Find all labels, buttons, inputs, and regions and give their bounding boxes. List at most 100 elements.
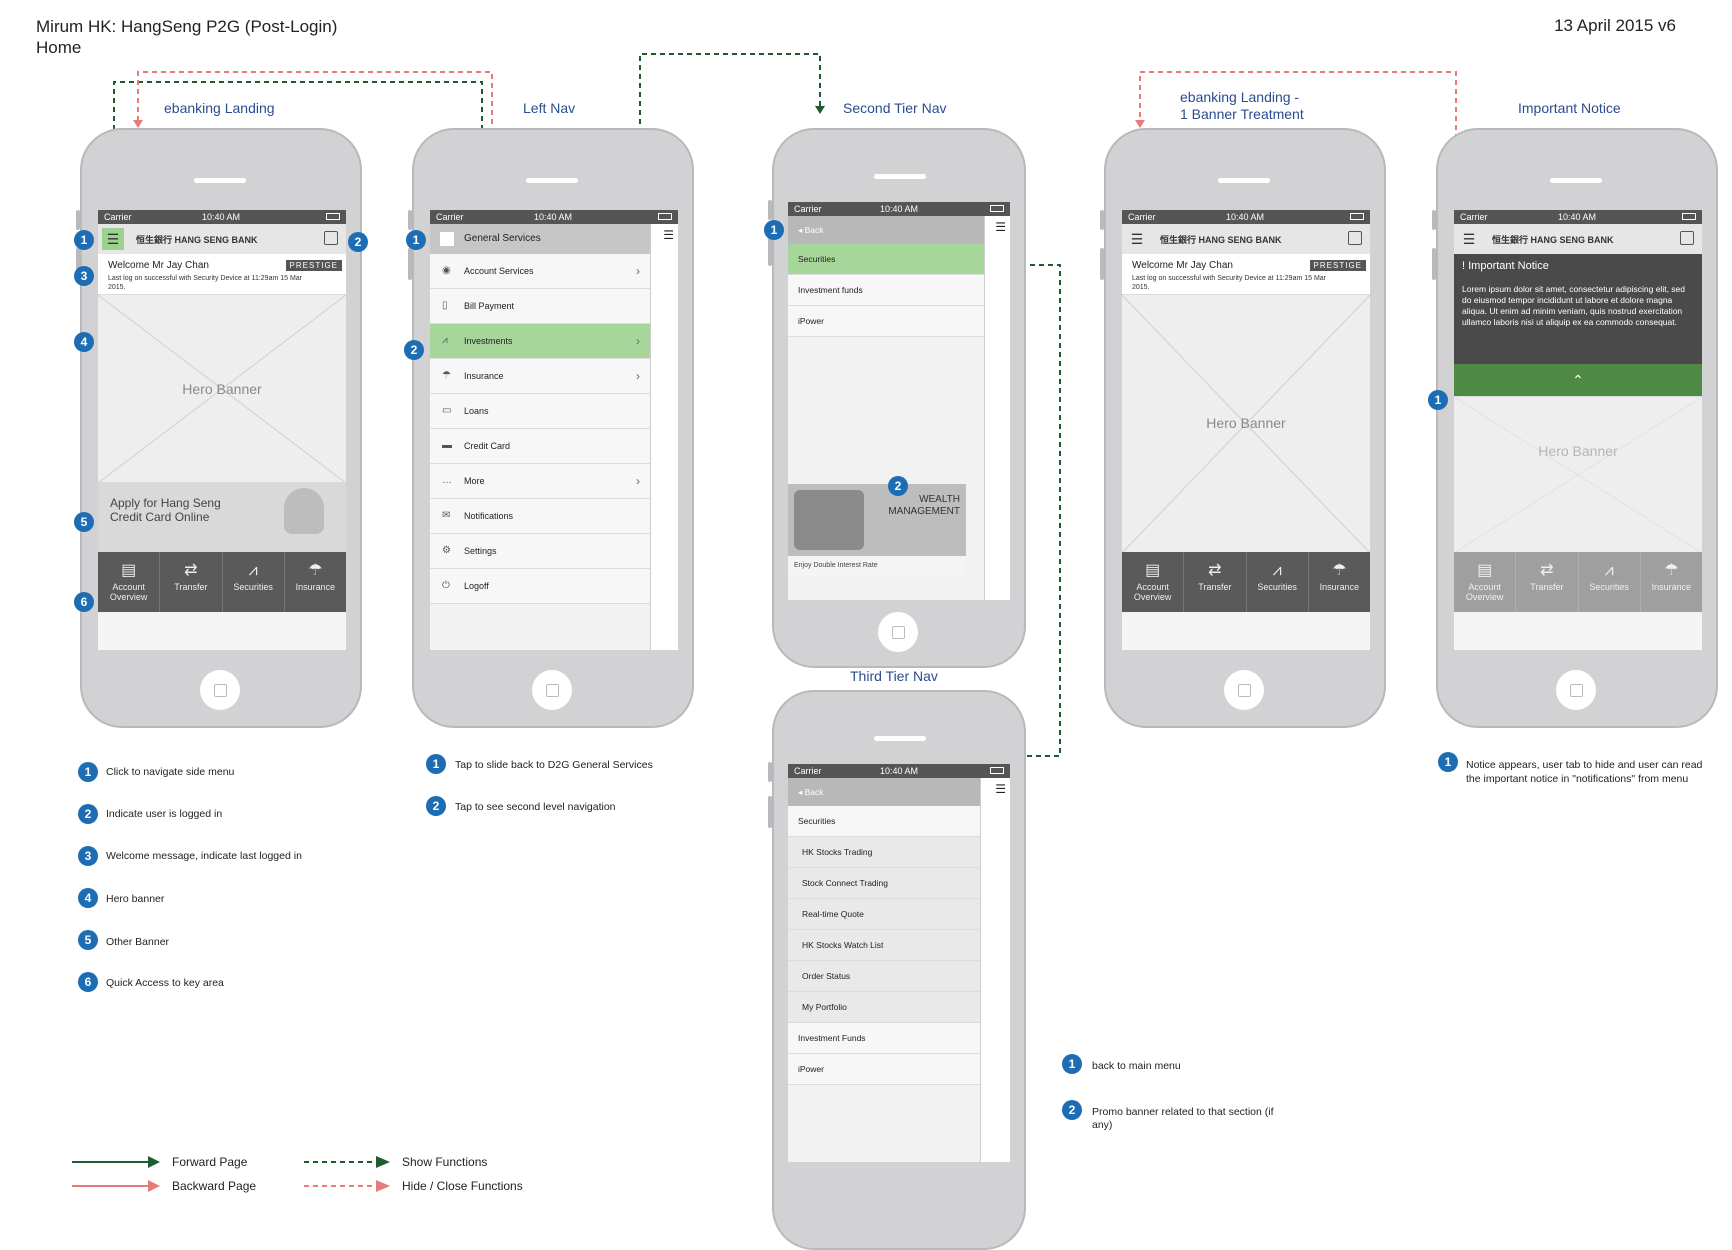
nav-subitem-watch-list[interactable]: HK Stocks Watch List	[788, 930, 980, 961]
quick-transfer[interactable]: ⇄Transfer	[160, 552, 223, 612]
quick-transfer[interactable]: ⇄Transfer	[1516, 552, 1579, 612]
hamburger-menu-icon[interactable]: ☰	[1130, 231, 1144, 247]
nav-item-investment-funds[interactable]: Investment funds	[788, 275, 984, 306]
title-important-notice: Important Notice	[1518, 100, 1621, 116]
hamburger-menu-icon[interactable]: ☰	[995, 782, 1006, 796]
nav-item-ipower[interactable]: iPower	[788, 306, 984, 337]
hamburger-menu-icon[interactable]: ☰	[1462, 231, 1476, 247]
hamburger-menu-icon[interactable]: ☰	[995, 220, 1006, 234]
battery-icon	[990, 205, 1004, 212]
nav-item-logoff[interactable]: ⏻Logoff	[430, 569, 650, 604]
lock-icon[interactable]	[1348, 231, 1362, 245]
quick-insurance[interactable]: ☂Insurance	[1641, 552, 1702, 612]
hamburger-menu-icon[interactable]: ☰	[663, 228, 674, 242]
quick-access-bar: ▤Account Overview ⇄Transfer ⩘Securities …	[1454, 552, 1702, 612]
nav-subitem-my-portfolio[interactable]: My Portfolio	[788, 992, 980, 1023]
transfer-icon: ⇄	[184, 562, 198, 579]
status-time: 10:40 AM	[1558, 212, 1597, 222]
lock-icon[interactable]	[1680, 231, 1694, 245]
nav-item-investment-funds[interactable]: Investment Funds	[788, 1023, 980, 1054]
nav-subitem-stock-connect[interactable]: Stock Connect Trading	[788, 868, 980, 899]
status-bar: Carrier 10:40 AM	[788, 764, 1010, 778]
umbrella-icon: ☂	[442, 370, 451, 381]
note-leftnav-2: Tap to see second level navigation	[455, 801, 616, 813]
quick-label: Securities	[233, 582, 273, 592]
back-button[interactable]: ◂ Back	[788, 778, 980, 806]
quick-securities[interactable]: ⩘Securities	[1247, 552, 1309, 612]
back-button[interactable]: ◂ Back	[788, 216, 984, 244]
home-button	[532, 670, 572, 710]
credit-card-promo-banner[interactable]: Apply for Hang Seng Credit Card Online	[98, 482, 346, 552]
note-marker-6: 6	[78, 972, 98, 992]
nav-item-investments[interactable]: ⩘Investments›	[430, 324, 650, 359]
nav-item-insurance[interactable]: ☂Insurance›	[430, 359, 650, 394]
quick-transfer[interactable]: ⇄Transfer	[1184, 552, 1247, 612]
home-button	[1556, 670, 1596, 710]
quick-label: Account Overview	[109, 582, 148, 602]
note-notice-1: Notice appears, user tab to hide and use…	[1466, 759, 1703, 785]
bank-logo: 恒生銀行 HANG SENG BANK	[1160, 235, 1282, 245]
note-marker-4: 4	[78, 888, 98, 908]
nav-item-bill-payment[interactable]: ▯Bill Payment	[430, 289, 650, 324]
marker-5: 5	[74, 512, 94, 532]
main-screen-peek[interactable]: ☰	[980, 778, 1010, 1162]
phone-left-nav: Carrier 10:40 AM General Services ◉Accou…	[408, 128, 694, 728]
hero-banner[interactable]: Hero Banner	[1454, 396, 1702, 553]
quick-account-overview[interactable]: ▤Account Overview	[1454, 552, 1517, 612]
status-bar: Carrier 10:40 AM	[1454, 210, 1702, 224]
marker-1: 1	[406, 230, 426, 250]
nav-header-general-services[interactable]: General Services	[430, 224, 650, 254]
nav-subitem-realtime-quote[interactable]: Real-time Quote	[788, 899, 980, 930]
hero-banner[interactable]: Hero Banner	[1122, 294, 1370, 553]
hamburger-menu-icon[interactable]: ☰	[102, 228, 124, 250]
quick-insurance[interactable]: ☂Insurance	[1309, 552, 1370, 612]
note-marker-3: 3	[78, 846, 98, 866]
quick-securities[interactable]: ⩘ Securities	[223, 552, 285, 612]
marker-2: 2	[404, 340, 424, 360]
important-notice-panel: ! Important Notice Lorem ipsum dolor sit…	[1454, 254, 1702, 364]
marker-6: 6	[74, 592, 94, 612]
wealth-management-banner[interactable]: WEALTH MANAGEMENT Enjoy Double Interest …	[788, 484, 966, 576]
quick-account-overview[interactable]: ▤Account Overview	[98, 552, 161, 612]
quick-account-overview[interactable]: ▤ Account Overview	[1122, 552, 1185, 612]
notice-title: ! Important Notice	[1462, 260, 1549, 272]
hero-banner[interactable]: Hero Banner	[98, 294, 346, 483]
nav-item-label: Account Services	[464, 266, 534, 276]
status-time: 10:40 AM	[880, 766, 919, 776]
quick-access-bar: ▤Account Overview ⇄Transfer ⩘Securities …	[98, 552, 346, 612]
title-ebanking-landing: ebanking Landing	[164, 100, 275, 116]
main-screen-peek[interactable]: ☰	[984, 216, 1010, 600]
status-time: 10:40 AM	[880, 204, 919, 214]
nav-item-label: Insurance	[464, 371, 504, 381]
notice-hide-bar[interactable]: ⌃	[1454, 364, 1702, 396]
note-marker-5: 5	[78, 930, 98, 950]
nav-item-settings[interactable]: ⚙Settings	[430, 534, 650, 569]
nav-item-securities[interactable]: Securities	[788, 244, 984, 275]
nav-item-ipower[interactable]: iPower	[788, 1054, 980, 1085]
nav-item-more[interactable]: …More›	[430, 464, 650, 499]
quick-access-bar: ▤Account Overview ⇄Transfer ⩘Securities …	[1122, 552, 1370, 612]
nav-subitem-hk-stocks-trading[interactable]: HK Stocks Trading	[788, 837, 980, 868]
quick-securities[interactable]: ⩘Securities	[1579, 552, 1641, 612]
quick-label: Account Overview	[1133, 582, 1172, 602]
left-nav-panel: General Services ◉Account Services› ▯Bil…	[430, 224, 650, 650]
insurance-icon: ☂	[1332, 562, 1347, 579]
account-icon: ▤	[1145, 562, 1161, 579]
nav-item-securities[interactable]: Securities	[788, 806, 980, 837]
nav-item-label: Investment funds	[798, 285, 863, 295]
nav-item-account-services[interactable]: ◉Account Services›	[430, 254, 650, 289]
lock-icon[interactable]	[324, 231, 338, 245]
hero-banner-label: Hero Banner	[182, 381, 262, 397]
securities-icon: ⩘	[248, 562, 258, 579]
nav-subitem-order-status[interactable]: Order Status	[788, 961, 980, 992]
hero-banner-label: Hero Banner	[1206, 415, 1286, 431]
nav-item-credit-card[interactable]: ▬Credit Card	[430, 429, 650, 464]
main-screen-peek[interactable]: ☰	[650, 224, 678, 650]
transfer-icon: ⇄	[1540, 562, 1554, 579]
status-time: 10:40 AM	[534, 212, 573, 222]
nav-item-notifications[interactable]: ✉Notifications	[430, 499, 650, 534]
quick-label: Securities	[1589, 582, 1629, 592]
bill-icon: ▯	[442, 300, 448, 311]
nav-item-loans[interactable]: ▭Loans	[430, 394, 650, 429]
quick-insurance[interactable]: ☂Insurance	[285, 552, 346, 612]
